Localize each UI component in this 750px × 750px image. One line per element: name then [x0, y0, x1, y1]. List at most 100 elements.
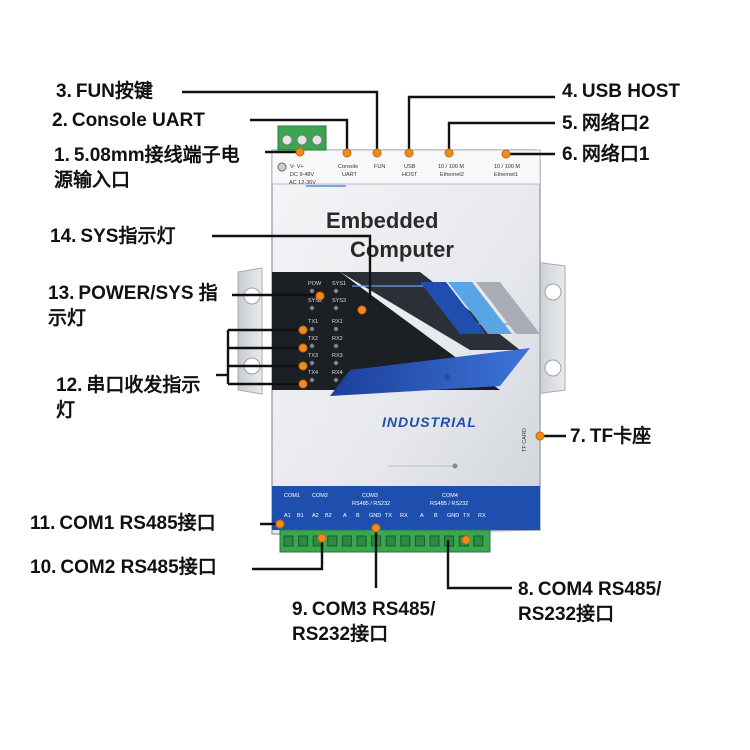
- terminal-screw-3: [311, 134, 323, 146]
- leader-3: [182, 90, 379, 152]
- callout-5-number: 5.: [562, 113, 578, 134]
- bottom-terminal-screws: [283, 535, 484, 547]
- port-label-uart: UART: [342, 172, 358, 178]
- pin-label: RX: [400, 513, 408, 519]
- led-light: [333, 343, 339, 349]
- callout-13-text: POWER/SYS 指示灯: [48, 283, 218, 329]
- callout-6-text: 网络口1: [581, 144, 650, 165]
- pin-label: A1: [284, 513, 291, 519]
- callout-12-number: 12.: [56, 375, 83, 396]
- callout-dot-13: [315, 291, 325, 301]
- led-label: RX4: [332, 370, 343, 376]
- leader-8: [446, 540, 512, 590]
- callout-7: 7.TF卡座: [570, 425, 651, 450]
- port-label-console: Console: [338, 164, 358, 170]
- led-light: [333, 360, 339, 366]
- led-label: SYS1: [332, 281, 346, 287]
- terminal-screw: [341, 535, 352, 547]
- callout-dot-8: [461, 535, 471, 545]
- callout-7-number: 7.: [570, 426, 586, 447]
- callout-dot-11: [275, 519, 285, 529]
- callout-11: 11.COM1 RS485接口: [30, 512, 216, 537]
- callout-14-text: SYS指示灯: [80, 226, 176, 247]
- callout-dot-12c: [298, 361, 308, 371]
- port-label-eth2: Ethernet2: [440, 172, 464, 178]
- brand-line-1: Embedded: [326, 208, 438, 233]
- pin-label: A: [343, 513, 347, 519]
- port-label-eth1: Ethernet1: [494, 172, 518, 178]
- tf-card-label: TF CARD: [522, 428, 528, 452]
- callout-dot-12b: [298, 343, 308, 353]
- leader-14: [212, 234, 372, 300]
- led-light: [309, 326, 315, 332]
- callout-8-text: COM4 RS485/ RS232接口: [518, 579, 662, 625]
- callout-dot-10: [317, 533, 327, 543]
- callout-4: 4.USB HOST: [562, 80, 680, 105]
- terminal-screw: [283, 535, 294, 547]
- callout-6-number: 6.: [562, 144, 578, 165]
- callout-3-text: FUN按键: [75, 81, 153, 102]
- led-label: TX1: [308, 319, 318, 325]
- pin-label: B2: [325, 513, 332, 519]
- bottom-label-com3-mode: RS485 / RS232: [352, 501, 390, 507]
- terminal-screw-1: [281, 134, 293, 146]
- pin-label: RX: [478, 513, 486, 519]
- port-label-host: HOST: [402, 172, 418, 178]
- terminal-screw-2: [296, 134, 308, 146]
- callout-8-number: 8.: [518, 579, 534, 600]
- terminal-screw: [298, 535, 309, 547]
- callout-6: 6.网络口1: [562, 143, 649, 168]
- pin-label: GND: [447, 513, 459, 519]
- callout-12-text: 串口收发指示灯: [56, 375, 201, 421]
- bottom-label-com4-mode: RS485 / RS232: [430, 501, 468, 507]
- callout-4-text: USB HOST: [581, 81, 681, 102]
- callout-8: 8.COM4 RS485/ RS232接口: [518, 578, 708, 627]
- port-label-fun: FUN: [374, 164, 385, 170]
- pin-label: B1: [297, 513, 304, 519]
- callout-4-number: 4.: [562, 81, 578, 102]
- callout-3: 3.FUN按键: [56, 80, 153, 105]
- callout-dot-4: [404, 148, 414, 158]
- callout-12: 12.串口收发指示灯: [56, 374, 216, 423]
- callout-5: 5.网络口2: [562, 112, 649, 137]
- callout-13-number: 13.: [48, 283, 75, 304]
- callout-dot-5: [444, 148, 454, 158]
- terminal-screw: [473, 535, 484, 547]
- panel-line-dot: [452, 463, 458, 469]
- port-label-ac: AC 12-36V: [289, 180, 316, 186]
- led-light: [309, 360, 315, 366]
- logo-stripe-1: [420, 282, 486, 334]
- pin-label: B: [356, 513, 360, 519]
- callout-dot-12d: [298, 379, 308, 389]
- callout-11-number: 11.: [30, 513, 56, 534]
- pin-label: TX: [385, 513, 392, 519]
- callout-5-text: 网络口2: [581, 113, 650, 134]
- callout-14-number: 14.: [50, 226, 77, 247]
- led-light: [333, 326, 339, 332]
- callout-13: 13.POWER/SYS 指示灯: [48, 282, 233, 331]
- callout-dot-14: [357, 305, 367, 315]
- mounting-hole-right-bottom: [544, 359, 562, 377]
- callout-dot-12a: [298, 325, 308, 335]
- led-label: RX2: [332, 336, 343, 342]
- mounting-hole-right-top: [544, 283, 562, 301]
- swoosh-dot: [444, 374, 450, 380]
- callout-9: 9.COM3 RS485/ RS232接口: [292, 598, 482, 647]
- led-label: TX4: [308, 370, 318, 376]
- callout-1-number: 1.: [54, 145, 70, 166]
- callout-2: 2.Console UART: [52, 109, 205, 134]
- pin-label: A2: [312, 513, 319, 519]
- led-label: TX3: [308, 353, 318, 359]
- callout-dot-7: [535, 431, 545, 441]
- led-label: RX1: [332, 319, 343, 325]
- pin-label: GND: [369, 513, 381, 519]
- callout-dot-6: [501, 149, 511, 159]
- callout-1-text: 5.08mm接线端子电源输入口: [54, 145, 240, 191]
- callout-dot-2: [342, 148, 352, 158]
- callout-2-number: 2.: [52, 110, 68, 131]
